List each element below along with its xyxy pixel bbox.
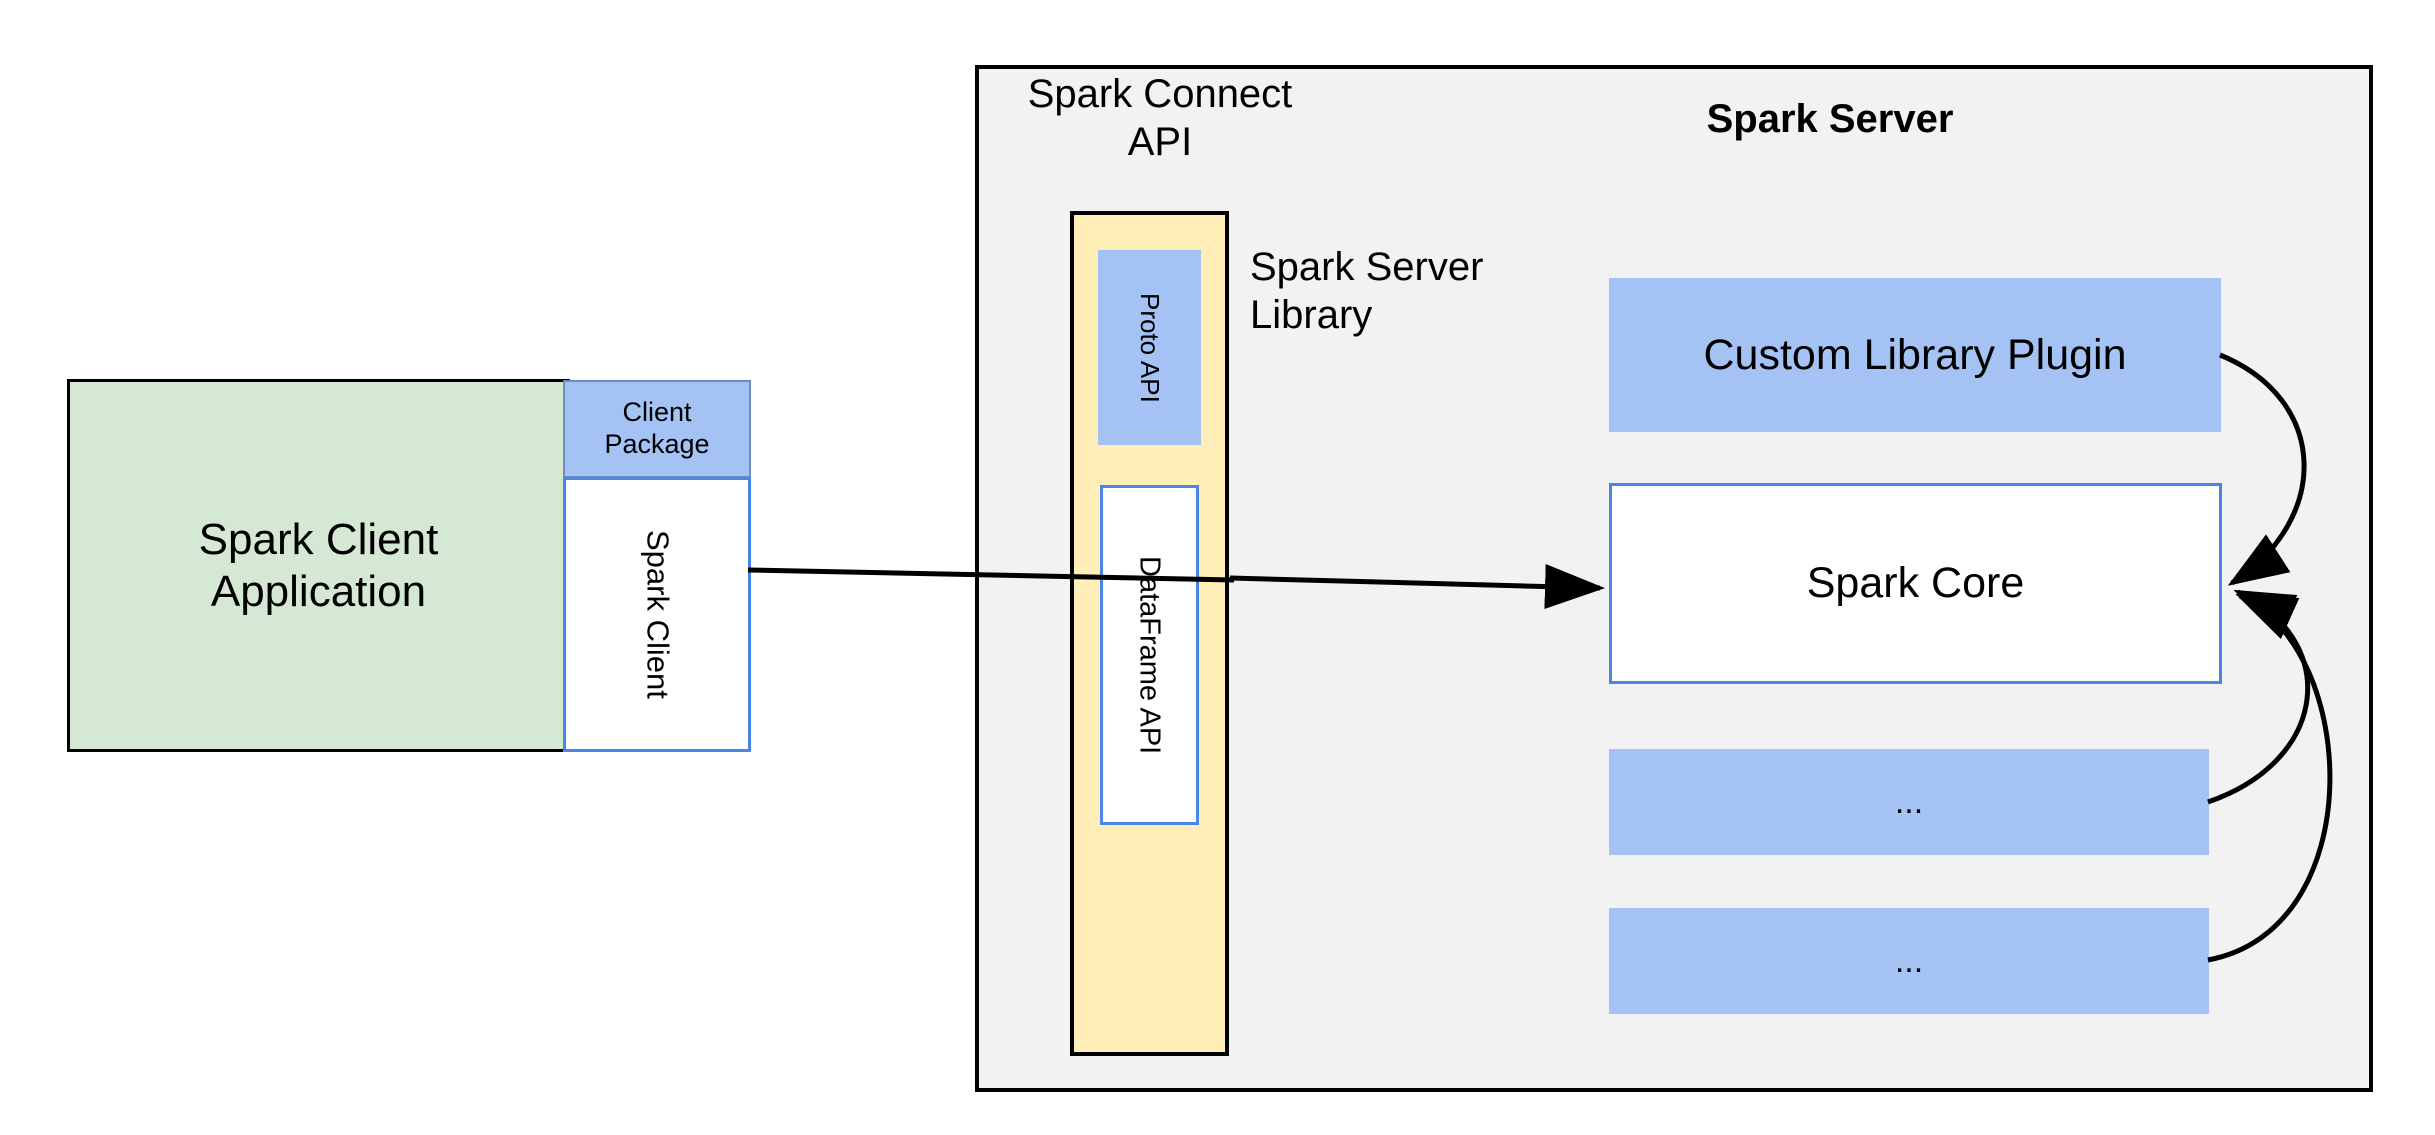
spark-core-label: Spark Core (1806, 559, 2025, 608)
placeholder-component-box-2: ... (1609, 908, 2209, 1014)
spark-connect-api-label: Spark Connect API (1027, 72, 1293, 164)
placeholder-component-label-2: ... (1894, 941, 1924, 980)
placeholder-component-box-1: ... (1609, 749, 2209, 855)
placeholder-component-label-1: ... (1894, 782, 1924, 821)
spark-client-box: Spark Client (563, 477, 751, 752)
spark-client-application-box: Spark Client Application (67, 379, 570, 752)
custom-library-plugin-box: Custom Library Plugin (1609, 278, 2221, 432)
custom-library-plugin-label: Custom Library Plugin (1703, 330, 2127, 379)
proto-api-label: Proto API (1134, 292, 1165, 403)
spark-client-label: Spark Client (640, 530, 676, 699)
spark-core-box: Spark Core (1609, 483, 2222, 684)
spark-server-library-label: Spark Server Library (1250, 245, 1484, 337)
client-package-label: Client Package (604, 397, 710, 459)
dataframe-api-label: DataFrame API (1133, 555, 1166, 755)
dataframe-api-box: DataFrame API (1100, 485, 1199, 825)
spark-server-title: Spark Server (1706, 97, 1954, 141)
spark-client-application-label: Spark Client Application (198, 514, 439, 616)
client-package-box: Client Package (563, 380, 751, 478)
proto-api-box: Proto API (1098, 250, 1201, 445)
